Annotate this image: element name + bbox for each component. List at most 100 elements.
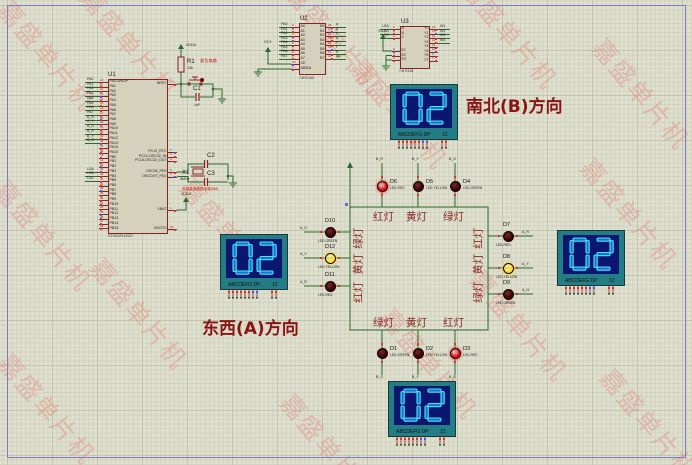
pin-number: 8 <box>292 49 294 54</box>
pin-state-indicator <box>100 142 102 145</box>
net-label[interactable]: B_Y <box>87 133 94 138</box>
net-label[interactable]: B_R <box>87 128 94 133</box>
net-label[interactable]: A_G <box>87 124 95 129</box>
pin-stub <box>99 143 108 145</box>
net-label[interactable]: PA4 <box>281 40 288 44</box>
net-label[interactable]: W1 <box>440 24 446 28</box>
net-label[interactable]: PA5 <box>87 100 94 105</box>
net-label[interactable]: LSA <box>87 166 94 171</box>
led-net-label[interactable]: B_G <box>376 375 384 379</box>
net-label[interactable]: a <box>336 22 338 26</box>
pin-number: 34 <box>100 139 104 144</box>
net-label[interactable]: LSC <box>382 33 389 37</box>
net-label[interactable]: LSA <box>382 24 389 28</box>
pin-state-indicator <box>331 31 333 33</box>
pin-state-indicator <box>417 176 419 178</box>
led-net-label[interactable]: B_R <box>376 157 383 161</box>
net-label[interactable]: A_Y <box>87 119 94 124</box>
led-net-label[interactable]: A_R <box>300 280 307 284</box>
wire <box>382 39 392 52</box>
led-d5[interactable] <box>412 180 424 192</box>
net-label[interactable]: PA7 <box>87 110 94 115</box>
led-net-label[interactable]: A_Y <box>522 262 529 266</box>
net-label[interactable]: f <box>336 44 337 49</box>
led-net-label[interactable]: A_G <box>300 226 308 230</box>
net-label[interactable]: b <box>336 26 338 31</box>
led-net-label[interactable]: A_R <box>522 230 529 234</box>
net-label[interactable]: W3 <box>440 33 446 37</box>
ic-u3-74ls138[interactable] <box>400 26 430 69</box>
pin-stub <box>291 45 299 46</box>
led-type-label: LED-YELLOW <box>496 275 518 279</box>
wire <box>208 163 229 180</box>
led-d1[interactable] <box>376 347 388 359</box>
pin-name: PB12 <box>109 211 119 216</box>
pin-state-indicator <box>454 343 456 345</box>
net-label[interactable]: PA0 <box>87 77 94 81</box>
pin-name: E2 <box>401 52 406 57</box>
pin-number: 2 <box>393 29 395 34</box>
led-net-label[interactable]: B_G <box>449 157 457 161</box>
pin-name: B7 <box>320 55 325 60</box>
pin-name: PB4 <box>109 173 117 178</box>
net-label[interactable]: PA7 <box>281 53 288 58</box>
net-label[interactable]: LSC <box>87 176 94 181</box>
led-d12[interactable] <box>324 252 336 264</box>
led-net-label[interactable]: B_R <box>449 375 456 379</box>
net-wire <box>279 58 291 60</box>
pin-number: 1 <box>393 24 395 29</box>
led-net-label[interactable]: A_Y <box>300 252 307 256</box>
net-label[interactable]: g <box>336 49 338 53</box>
pin-name: PB6 <box>109 183 117 188</box>
pin-state-indicator <box>516 235 518 237</box>
segment-b <box>609 239 614 254</box>
net-label[interactable]: PA6 <box>87 105 94 110</box>
net-label[interactable]: PA1 <box>281 26 288 31</box>
led-d11[interactable] <box>324 280 336 292</box>
pin-number: 39 <box>100 167 104 172</box>
net-label[interactable]: c <box>336 31 338 35</box>
led-net-label[interactable]: A_G <box>522 288 530 292</box>
led-d6[interactable] <box>376 180 388 192</box>
led-net-label[interactable]: B_Y <box>412 375 419 379</box>
net-label[interactable]: PA1 <box>87 81 94 86</box>
net-label[interactable]: PA2 <box>87 86 94 91</box>
net-label[interactable]: LSB <box>87 171 94 176</box>
led-net-label[interactable]: B_Y <box>412 157 419 161</box>
led-d2[interactable] <box>412 347 424 359</box>
pin-number: 30 <box>100 120 104 125</box>
net-label[interactable]: PA3 <box>281 35 288 40</box>
ic-u1-stm32[interactable] <box>108 79 168 234</box>
pin-number: 6 <box>393 46 395 51</box>
net-label[interactable]: PA4 <box>87 95 94 100</box>
led-d7[interactable] <box>502 230 514 242</box>
net-label[interactable]: W2 <box>440 28 446 33</box>
net-label[interactable]: PA5 <box>281 44 288 49</box>
net-label[interactable]: PA0 <box>281 22 288 26</box>
led-d8[interactable] <box>502 262 514 274</box>
pin-terminal <box>275 297 277 299</box>
led-d9[interactable] <box>502 288 514 300</box>
ic-u2-74hc245[interactable] <box>299 23 326 75</box>
label-top-green: 绿灯 <box>443 211 464 223</box>
net-label[interactable]: PA2 <box>281 31 288 35</box>
net-label[interactable]: A_R <box>87 114 94 119</box>
net-label[interactable]: LSB <box>382 28 389 33</box>
pin-state-indicator <box>435 46 437 49</box>
led-d3[interactable] <box>449 347 461 359</box>
pin-terminal <box>439 444 441 446</box>
led-ref-label: D2 <box>426 346 434 352</box>
net-label[interactable]: e <box>336 40 338 44</box>
led-d4[interactable] <box>449 180 461 192</box>
net-label[interactable]: dp <box>336 53 340 58</box>
net-label[interactable]: B_G <box>87 138 95 143</box>
led-d10[interactable] <box>324 226 336 238</box>
net-label[interactable]: W4 <box>440 37 446 42</box>
net-label[interactable]: PA3 <box>87 91 94 96</box>
net-label[interactable]: PA6 <box>281 49 288 53</box>
u3-part: 74LS138 <box>399 69 414 73</box>
pin-stub <box>168 84 177 85</box>
net-label[interactable]: d <box>336 35 338 40</box>
pin-stub <box>99 115 108 117</box>
